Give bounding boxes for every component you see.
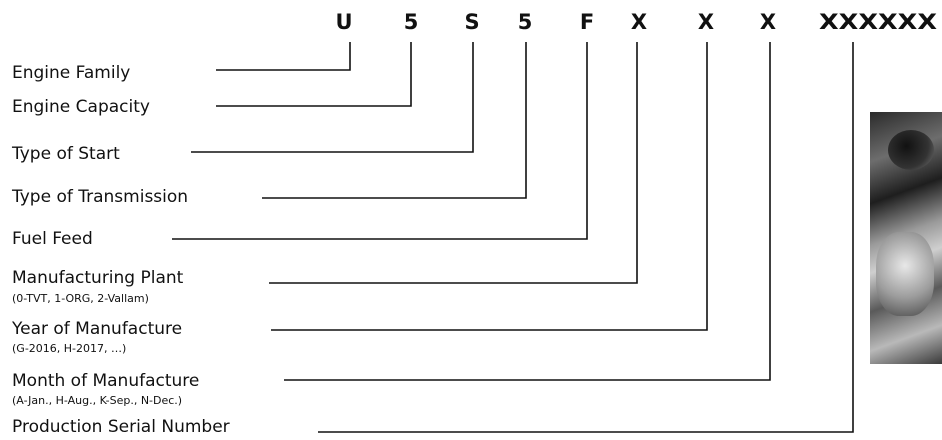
sublabel-month-of-manufacture: (A-Jan., H-Aug., K-Sep., N-Dec.)	[12, 394, 182, 407]
code-char-type-of-start: S	[464, 10, 479, 34]
label-year-of-manufacture: Year of Manufacture	[11, 319, 182, 339]
leader-month-of-manufacture	[284, 42, 771, 381]
code-char-engine-family: U	[335, 10, 352, 34]
label-manufacturing-plant: Manufacturing Plant	[12, 268, 184, 288]
leader-type-of-start	[191, 42, 474, 153]
leader-engine-capacity	[216, 42, 412, 107]
engine-photo	[870, 112, 942, 364]
code-row: U 5 S 5 F X X X XXXXXX	[335, 10, 937, 34]
label-engine-family: Engine Family	[12, 63, 130, 83]
label-fuel-feed: Fuel Feed	[12, 229, 93, 249]
code-char-engine-capacity: 5	[404, 10, 419, 34]
sublabel-year-of-manufacture: (G-2016, H-2017, …)	[12, 342, 126, 355]
sublabel-manufacturing-plant: (0-TVT, 1-ORG, 2-Vallam)	[12, 292, 149, 305]
engine-photo-detail-light	[876, 232, 934, 316]
label-production-serial-number: Production Serial Number	[12, 417, 230, 437]
label-month-of-manufacture: Month of Manufacture	[12, 371, 199, 391]
label-engine-capacity: Engine Capacity	[12, 97, 150, 117]
leader-production-serial-number	[318, 42, 854, 433]
code-char-year: X	[698, 10, 714, 34]
code-char-type-of-transmission: 5	[518, 10, 533, 34]
label-type-of-transmission: Type of Transmission	[11, 187, 188, 207]
label-type-of-start: Type of Start	[11, 144, 120, 164]
field-labels: Engine Family Engine Capacity Type of St…	[11, 63, 230, 437]
leader-lines	[172, 42, 854, 433]
leader-fuel-feed	[172, 42, 588, 240]
leader-type-of-transmission	[262, 42, 527, 199]
leader-engine-family	[216, 42, 351, 71]
code-char-fuel-feed: F	[580, 10, 594, 34]
leader-manufacturing-plant	[269, 42, 638, 284]
code-char-month: X	[760, 10, 776, 34]
code-char-manufacturing-plant: X	[631, 10, 647, 34]
engine-photo-detail-dark	[888, 130, 934, 170]
code-char-serial-number: XXXXXX	[819, 10, 937, 34]
leader-year-of-manufacture	[271, 42, 708, 331]
